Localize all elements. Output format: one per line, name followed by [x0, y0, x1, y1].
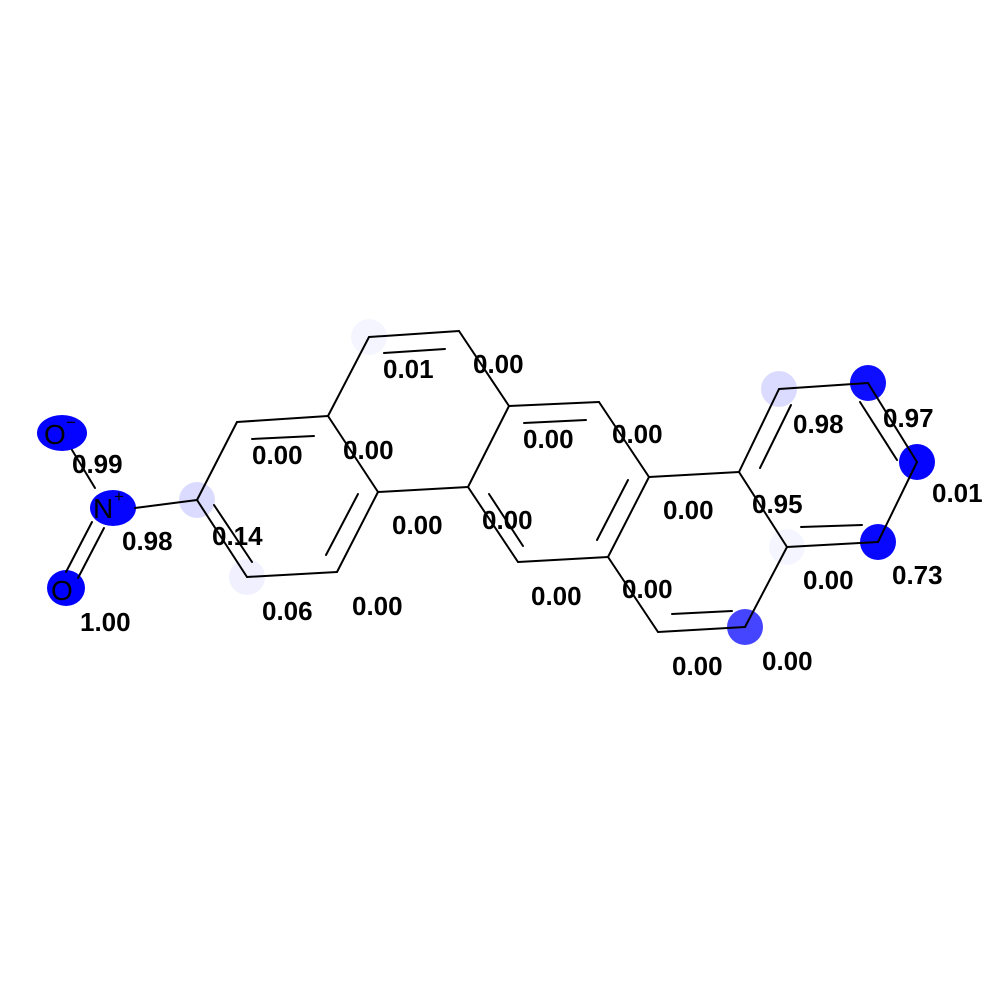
score-o-minus: 0.99: [72, 449, 123, 479]
bond-n-c1: [134, 499, 198, 509]
score-c11: 0.00: [612, 419, 663, 449]
bond-c1-c2: [196, 499, 248, 578]
score-c23: 0.98: [793, 409, 844, 439]
bond-c21-c22-inner: [859, 401, 898, 461]
bond-c5-c6-inner: [251, 435, 315, 440]
bond-c1-c2-inner: [213, 504, 253, 563]
bond-c14-c10-inner: [488, 493, 524, 547]
bond-c12-c13: [607, 476, 650, 558]
score-c7: 0.01: [383, 354, 434, 384]
bond-c4-c5: [327, 415, 379, 493]
bond-c19-c20: [786, 541, 879, 548]
highlight-o_double: [47, 570, 85, 606]
bond-c9-c10: [467, 405, 510, 488]
charge-n-plus: +: [114, 487, 124, 506]
score-c18: 0.00: [762, 646, 813, 676]
score-c19: 0.00: [803, 565, 854, 595]
score-c6: 0.00: [252, 440, 303, 470]
bond-c22-c23: [778, 382, 869, 390]
bond-c3-c4: [336, 491, 379, 573]
score-n-plus: 0.98: [122, 526, 173, 556]
bond-c19-c20-inner: [800, 524, 863, 528]
score-c8: 0.00: [473, 349, 524, 379]
atom-symbol-o-double: O: [51, 575, 73, 606]
score-c24: 0.95: [752, 489, 803, 519]
bond-c19-c24: [738, 471, 788, 548]
bond-c23-c24-inner: [759, 404, 792, 469]
bond-c23-c24: [738, 388, 780, 473]
bond-c13-c17: [607, 556, 659, 633]
score-c14: 0.00: [531, 581, 582, 611]
bond-c2-c3: [246, 571, 338, 578]
score-c1: 0.14: [212, 521, 263, 551]
bond-c10-c4: [377, 486, 469, 493]
score-c17: 0.00: [672, 651, 723, 681]
bond-n-o-double-a: [65, 521, 93, 573]
bond-c9-c11-inner: [523, 419, 587, 424]
bond-c17-c18-inner: [671, 610, 733, 615]
score-c4: 0.00: [392, 510, 443, 540]
score-c20: 0.73: [892, 560, 943, 590]
score-c21: 0.01: [932, 478, 983, 508]
bond-c11-c12: [598, 401, 650, 478]
bond-c12-c13-inner: [596, 479, 629, 541]
score-c22: 0.97: [883, 403, 934, 433]
bond-c6-c1: [196, 421, 238, 501]
score-c13: 0.00: [622, 574, 673, 604]
bond-c14-c10: [467, 486, 519, 563]
score-c3: 0.00: [352, 591, 403, 621]
bond-c17-c18: [657, 626, 746, 633]
highlight-n_plus: [90, 490, 136, 526]
atom-scores: 0.99 0.98 1.00 0.14 0.06 0.00 0.00 0.00 …: [72, 349, 983, 681]
bond-c5-c6: [236, 415, 329, 423]
bond-lines: [65, 330, 918, 633]
score-c5: 0.00: [343, 435, 394, 465]
bond-c7-c8-inner: [383, 348, 446, 354]
score-o-double: 1.00: [80, 607, 131, 637]
bond-c24-c12: [648, 471, 740, 478]
score-c2: 0.06: [262, 596, 313, 626]
bond-c18-c19: [744, 546, 788, 628]
atom-symbol-o-minus: O: [44, 419, 66, 450]
bond-n-o-double-b: [77, 527, 105, 579]
bond-c8-c9: [458, 330, 510, 407]
bond-o-minus-n: [71, 449, 96, 489]
score-c9: 0.00: [523, 424, 574, 454]
bond-c5-c7: [327, 336, 370, 417]
atom-symbol-n-plus: N: [93, 493, 113, 524]
highlight-o_minus: [37, 415, 87, 451]
charge-o-minus: −: [66, 413, 76, 432]
bond-c7-c8: [368, 330, 460, 338]
bond-c3-c4-inner: [325, 493, 359, 556]
bond-c21-c22: [867, 382, 918, 463]
bond-c9-c11: [508, 401, 600, 407]
score-c12: 0.00: [663, 495, 714, 525]
score-c10: 0.00: [482, 505, 533, 535]
bond-c20-c21: [877, 461, 918, 543]
bond-c13-c14: [517, 556, 609, 563]
atom-symbols: O − N + O: [44, 413, 124, 606]
